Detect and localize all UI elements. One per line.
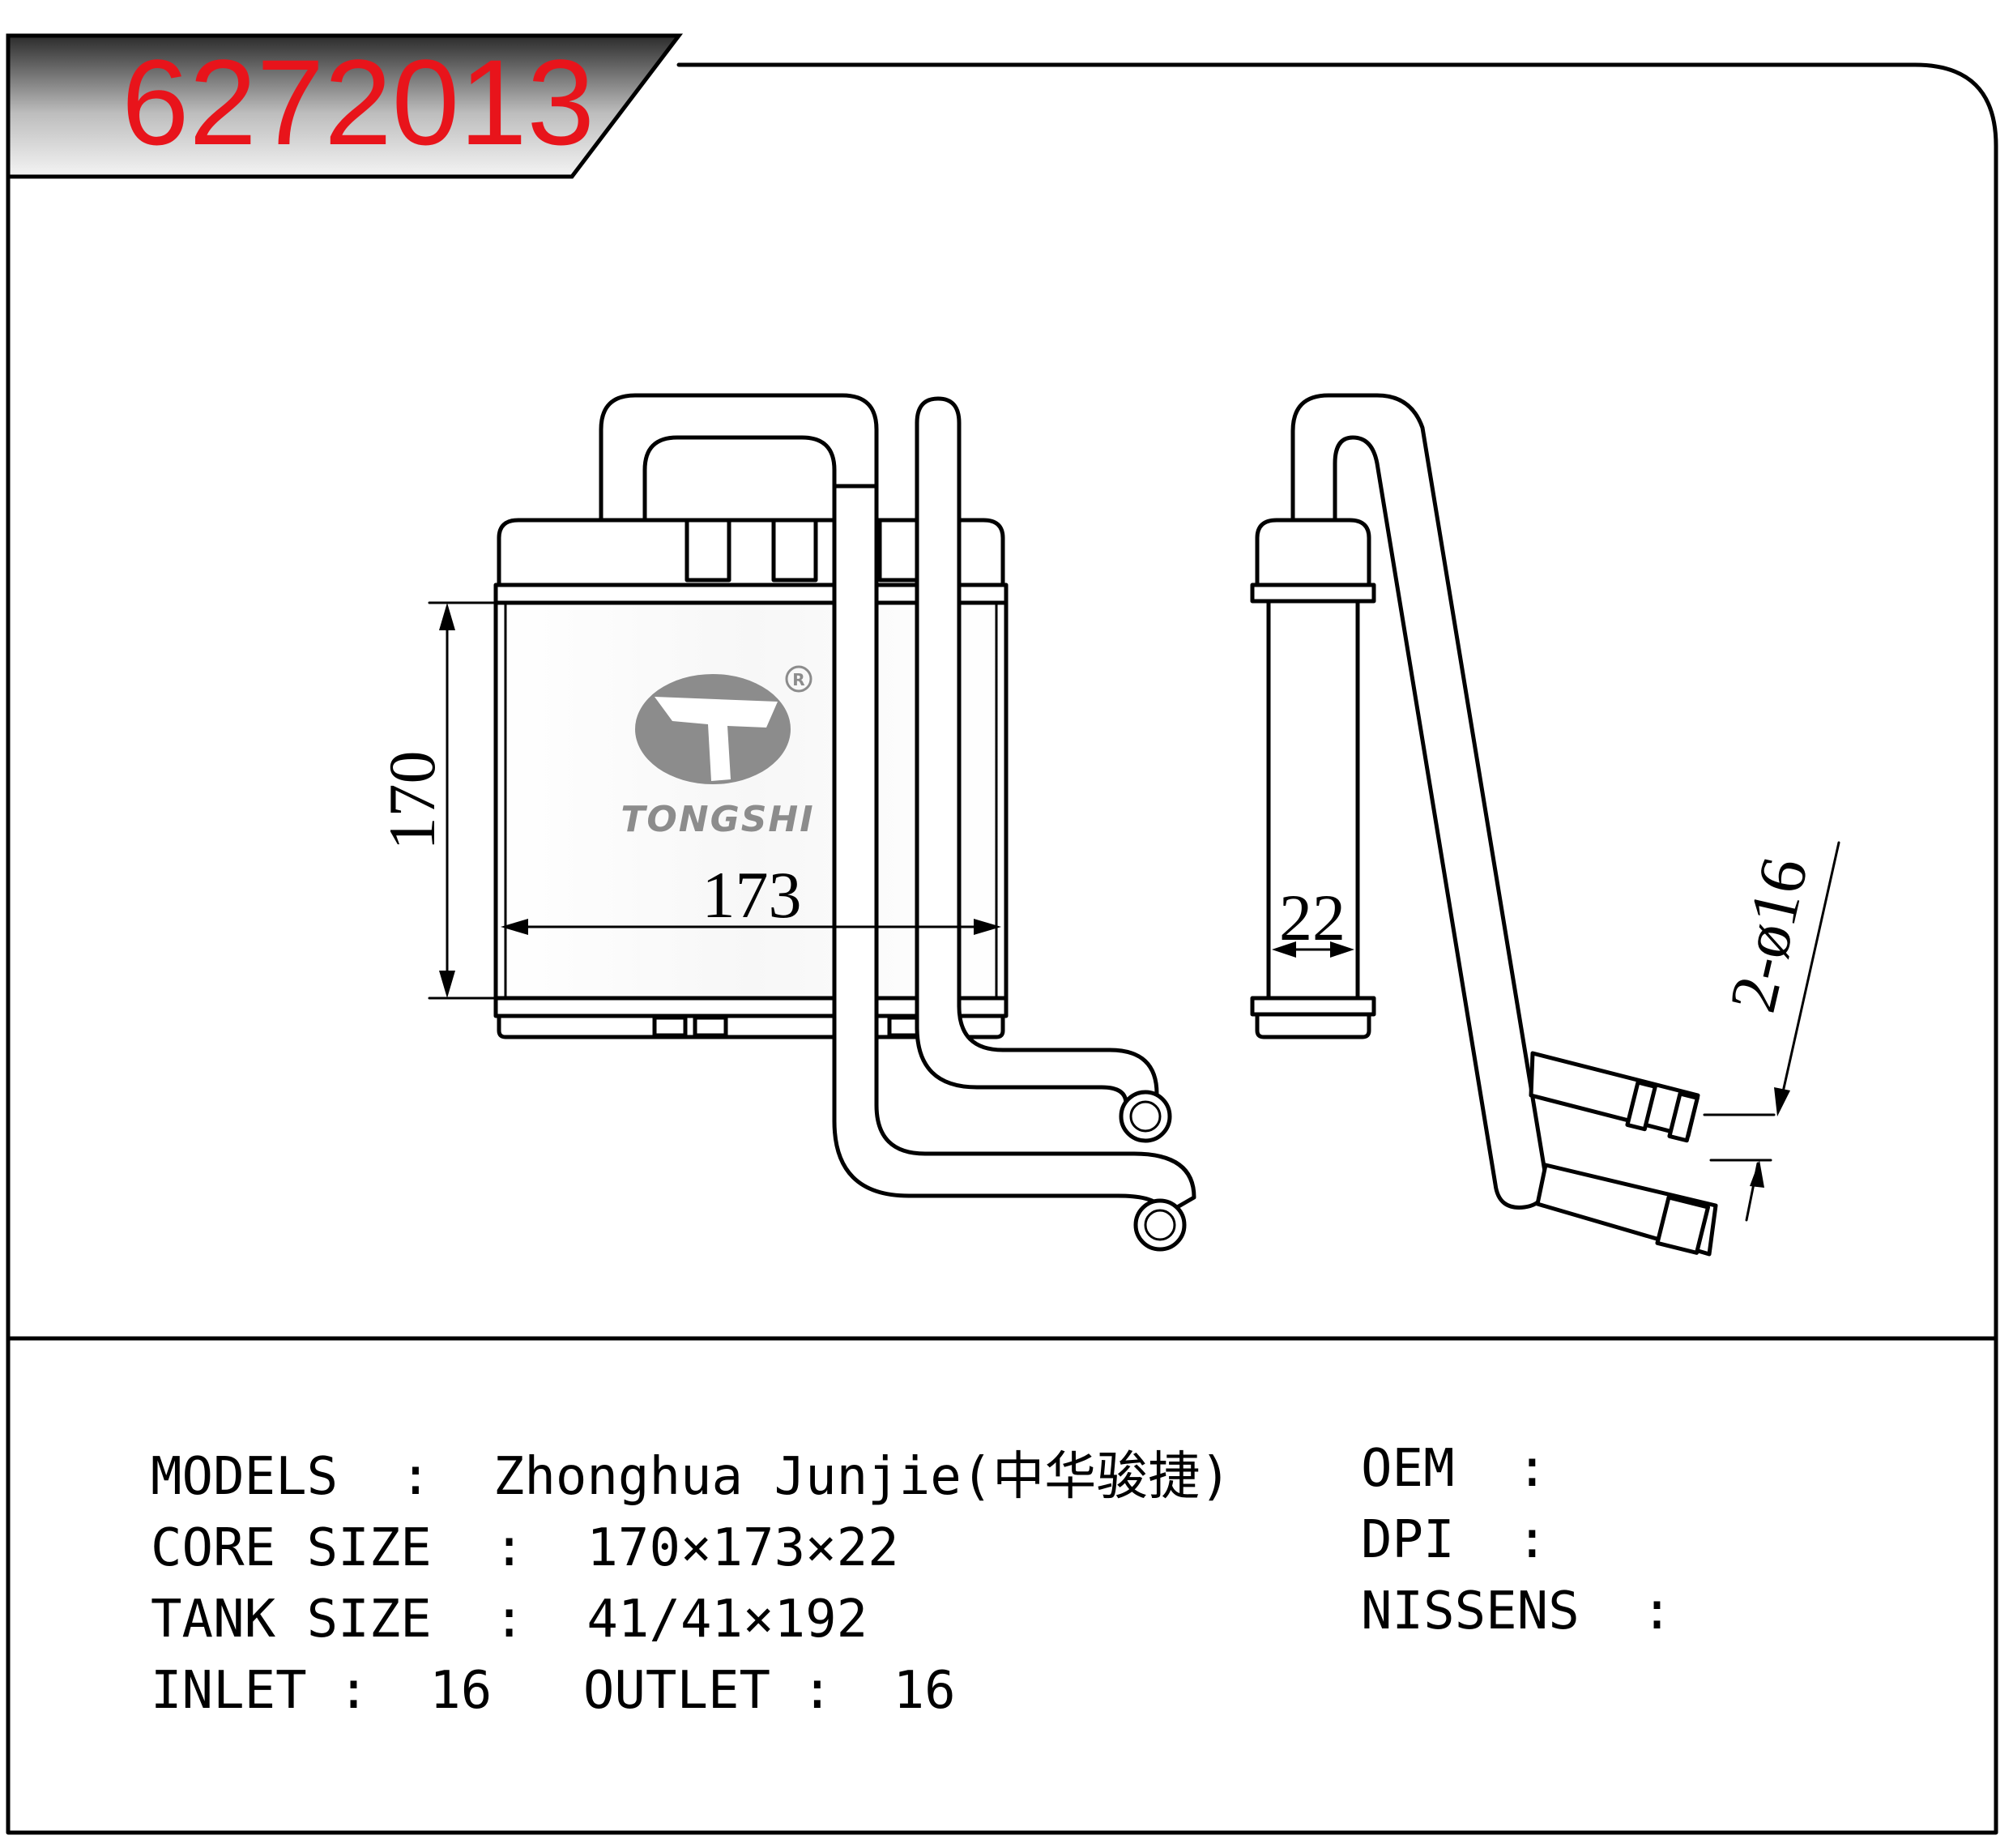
dimension-depth-label: 22 (1279, 881, 1346, 954)
heater-core-side-view: 22 2-ø16 (1250, 393, 1840, 1257)
side-bottom-header (1250, 996, 1376, 1017)
front-bottom-clip-2 (693, 1015, 728, 1038)
dimension-height-label: 170 (375, 751, 449, 851)
heater-core-front-view: R TONGSHI 170 173 (375, 393, 1196, 1252)
spec-inlet-value: 16 (429, 1661, 492, 1721)
front-pipe-end-upper-inner (1129, 1100, 1162, 1133)
front-top-tank-notch-1 (685, 518, 731, 583)
registered-mark-circle (785, 665, 812, 693)
ref-oem-label: OEM (1361, 1439, 1455, 1499)
spec-inlet-outlet: INLET : 16 OUTLET : 16 (151, 1661, 956, 1721)
brand-name: TONGSHI (621, 799, 814, 840)
dimension-width-label: 173 (702, 858, 802, 932)
side-bottom-tank (1255, 1012, 1371, 1039)
front-top-tank-notch-2 (771, 518, 818, 583)
spec-outlet-sep: : (802, 1661, 834, 1721)
spec-inlet-label: INLET (151, 1661, 307, 1721)
ref-dpi-sep: : (1516, 1510, 1548, 1570)
outer-frame (6, 38, 1998, 1835)
spec-core-size-label: CORE SIZE (151, 1518, 432, 1578)
front-bottom-clip-1 (652, 1015, 688, 1038)
spec-inlet-sep: : (338, 1661, 369, 1721)
side-core (1266, 599, 1360, 1001)
front-outlet-pipe (832, 484, 1196, 1218)
side-pipe-upper-ring-1 (1625, 1080, 1657, 1132)
logo-t-mark (655, 697, 778, 781)
front-pipe-end-lower-inner (1144, 1209, 1176, 1241)
spec-outlet-label: OUTLET (583, 1661, 770, 1721)
dimension-height: 170 (375, 601, 496, 1000)
dimension-depth: 22 (1272, 881, 1354, 958)
spec-outlet-value: 16 (893, 1661, 956, 1721)
spec-core-size: CORE SIZE : 170×173×22 (151, 1518, 899, 1578)
dimension-pipe: 2-ø16 (1703, 841, 1840, 1222)
side-top-tank (1255, 518, 1371, 587)
spec-tank-size: TANK SIZE : 41/41×192 (151, 1590, 868, 1650)
spec-models: MODELS : Zhonghua Junjie(中华骏捷) (151, 1447, 1231, 1507)
tongshi-logo: R TONGSHI (621, 665, 814, 840)
front-pipe-end-upper (1119, 1090, 1172, 1143)
spec-core-size-value: 170×173×22 (586, 1518, 898, 1578)
ref-dpi: DPI : (1361, 1510, 1548, 1570)
part-number: 6272013 (122, 34, 595, 170)
front-inlet-pipe (915, 396, 1159, 1106)
side-top-header (1250, 583, 1376, 604)
spec-block: MODELS : Zhonghua Junjie(中华骏捷) CORE SIZE… (151, 1439, 1673, 1721)
ref-dpi-label: DPI (1361, 1510, 1455, 1570)
front-pipe-end-lower (1133, 1198, 1187, 1252)
dimension-width: 173 (501, 858, 1001, 935)
ref-nissens-sep: : (1641, 1581, 1673, 1641)
side-pipe-lower-ring (1655, 1195, 1711, 1255)
ref-nissens: NISSENS : (1361, 1581, 1673, 1641)
spec-models-value: Zhonghua Junjie(中华骏捷) (493, 1447, 1231, 1507)
ref-oem: OEM : (1361, 1439, 1548, 1499)
side-top-pipe (1290, 393, 1548, 1210)
spec-tank-size-label: TANK SIZE (151, 1590, 432, 1650)
ref-nissens-label: NISSENS (1361, 1581, 1580, 1641)
part-number-badge: 6272013 (6, 33, 684, 179)
ref-oem-sep: : (1516, 1439, 1548, 1499)
spec-core-size-sep: : (493, 1518, 525, 1578)
registered-mark: R (792, 670, 804, 689)
spec-models-label: MODELS (151, 1447, 338, 1507)
spec-tank-size-value: 41/41×192 (586, 1590, 868, 1650)
side-pipe-upper-ring-2 (1667, 1091, 1700, 1143)
spec-models-sep: : (400, 1447, 432, 1507)
spec-tank-size-sep: : (493, 1590, 525, 1650)
